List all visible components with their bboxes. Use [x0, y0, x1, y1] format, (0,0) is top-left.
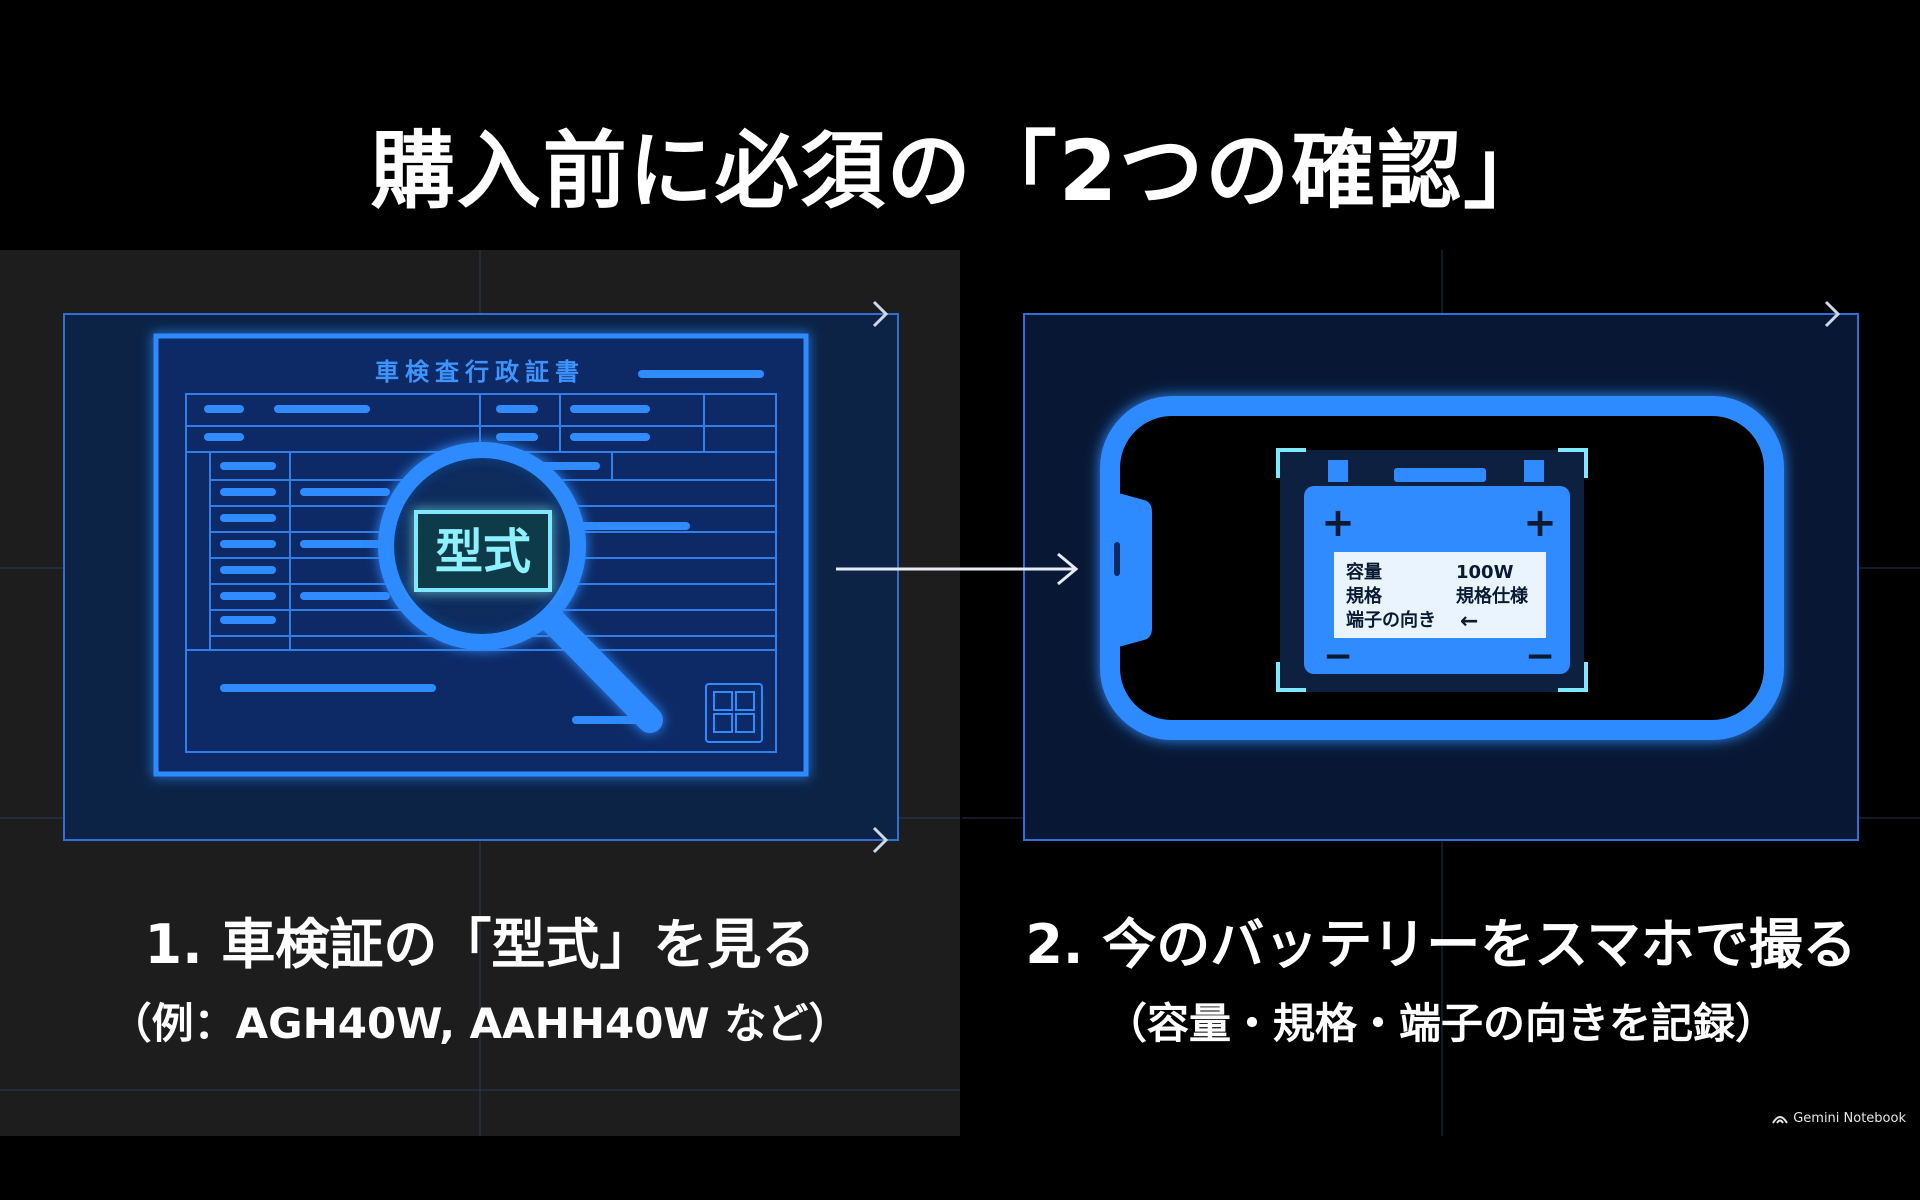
brand-logo-icon	[1772, 1115, 1789, 1124]
step-2-subcaption: （容量・規格・端子の向きを記録）	[1104, 999, 1777, 1048]
step-2-panel: + + − − 容量 100W 規格 規格仕様 端子の向き ← 2. 今のバッテ…	[962, 250, 1920, 1136]
label-capacity: 容量	[1346, 561, 1382, 583]
seal-stamp	[705, 683, 763, 743]
label-spec-value: 規格仕様	[1456, 585, 1529, 607]
battery-label	[1334, 552, 1546, 638]
step-1-subcaption: （例：AGH40W, AAHH40W など）	[109, 999, 851, 1048]
lens-label: 型式	[435, 524, 531, 580]
plus-terminal: +	[1523, 500, 1557, 546]
flow-arrow-icon	[836, 552, 1079, 586]
vehicle-certificate-illustration: 車検査行政証書	[0, 250, 960, 1136]
step-2-caption: 2. 今のバッテリーをスマホで撮る	[1025, 913, 1857, 976]
step-1-panel: 車検査行政証書	[0, 250, 960, 1136]
label-terminal-direction: 端子の向き	[1346, 609, 1436, 631]
document-title: 車検査行政証書	[375, 358, 585, 386]
minus-terminal: −	[1323, 636, 1353, 677]
brand-name: Gemini Notebook	[1793, 1111, 1906, 1126]
phone-battery-illustration: + + − − 容量 100W 規格 規格仕様 端子の向き ←	[962, 250, 1920, 1136]
label-capacity-value: 100W	[1456, 562, 1514, 583]
minus-terminal: −	[1525, 636, 1555, 677]
plus-terminal: +	[1321, 500, 1355, 546]
scan-brackets	[1276, 448, 1588, 692]
step-1-caption: 1. 車検証の「型式」を見る	[144, 913, 816, 976]
page-title: 購入前に必須の「2つの確認」	[370, 122, 1550, 220]
label-arrow-icon: ←	[1460, 609, 1478, 634]
brand-badge: Gemini Notebook	[1772, 1111, 1906, 1126]
label-spec: 規格	[1346, 585, 1383, 607]
